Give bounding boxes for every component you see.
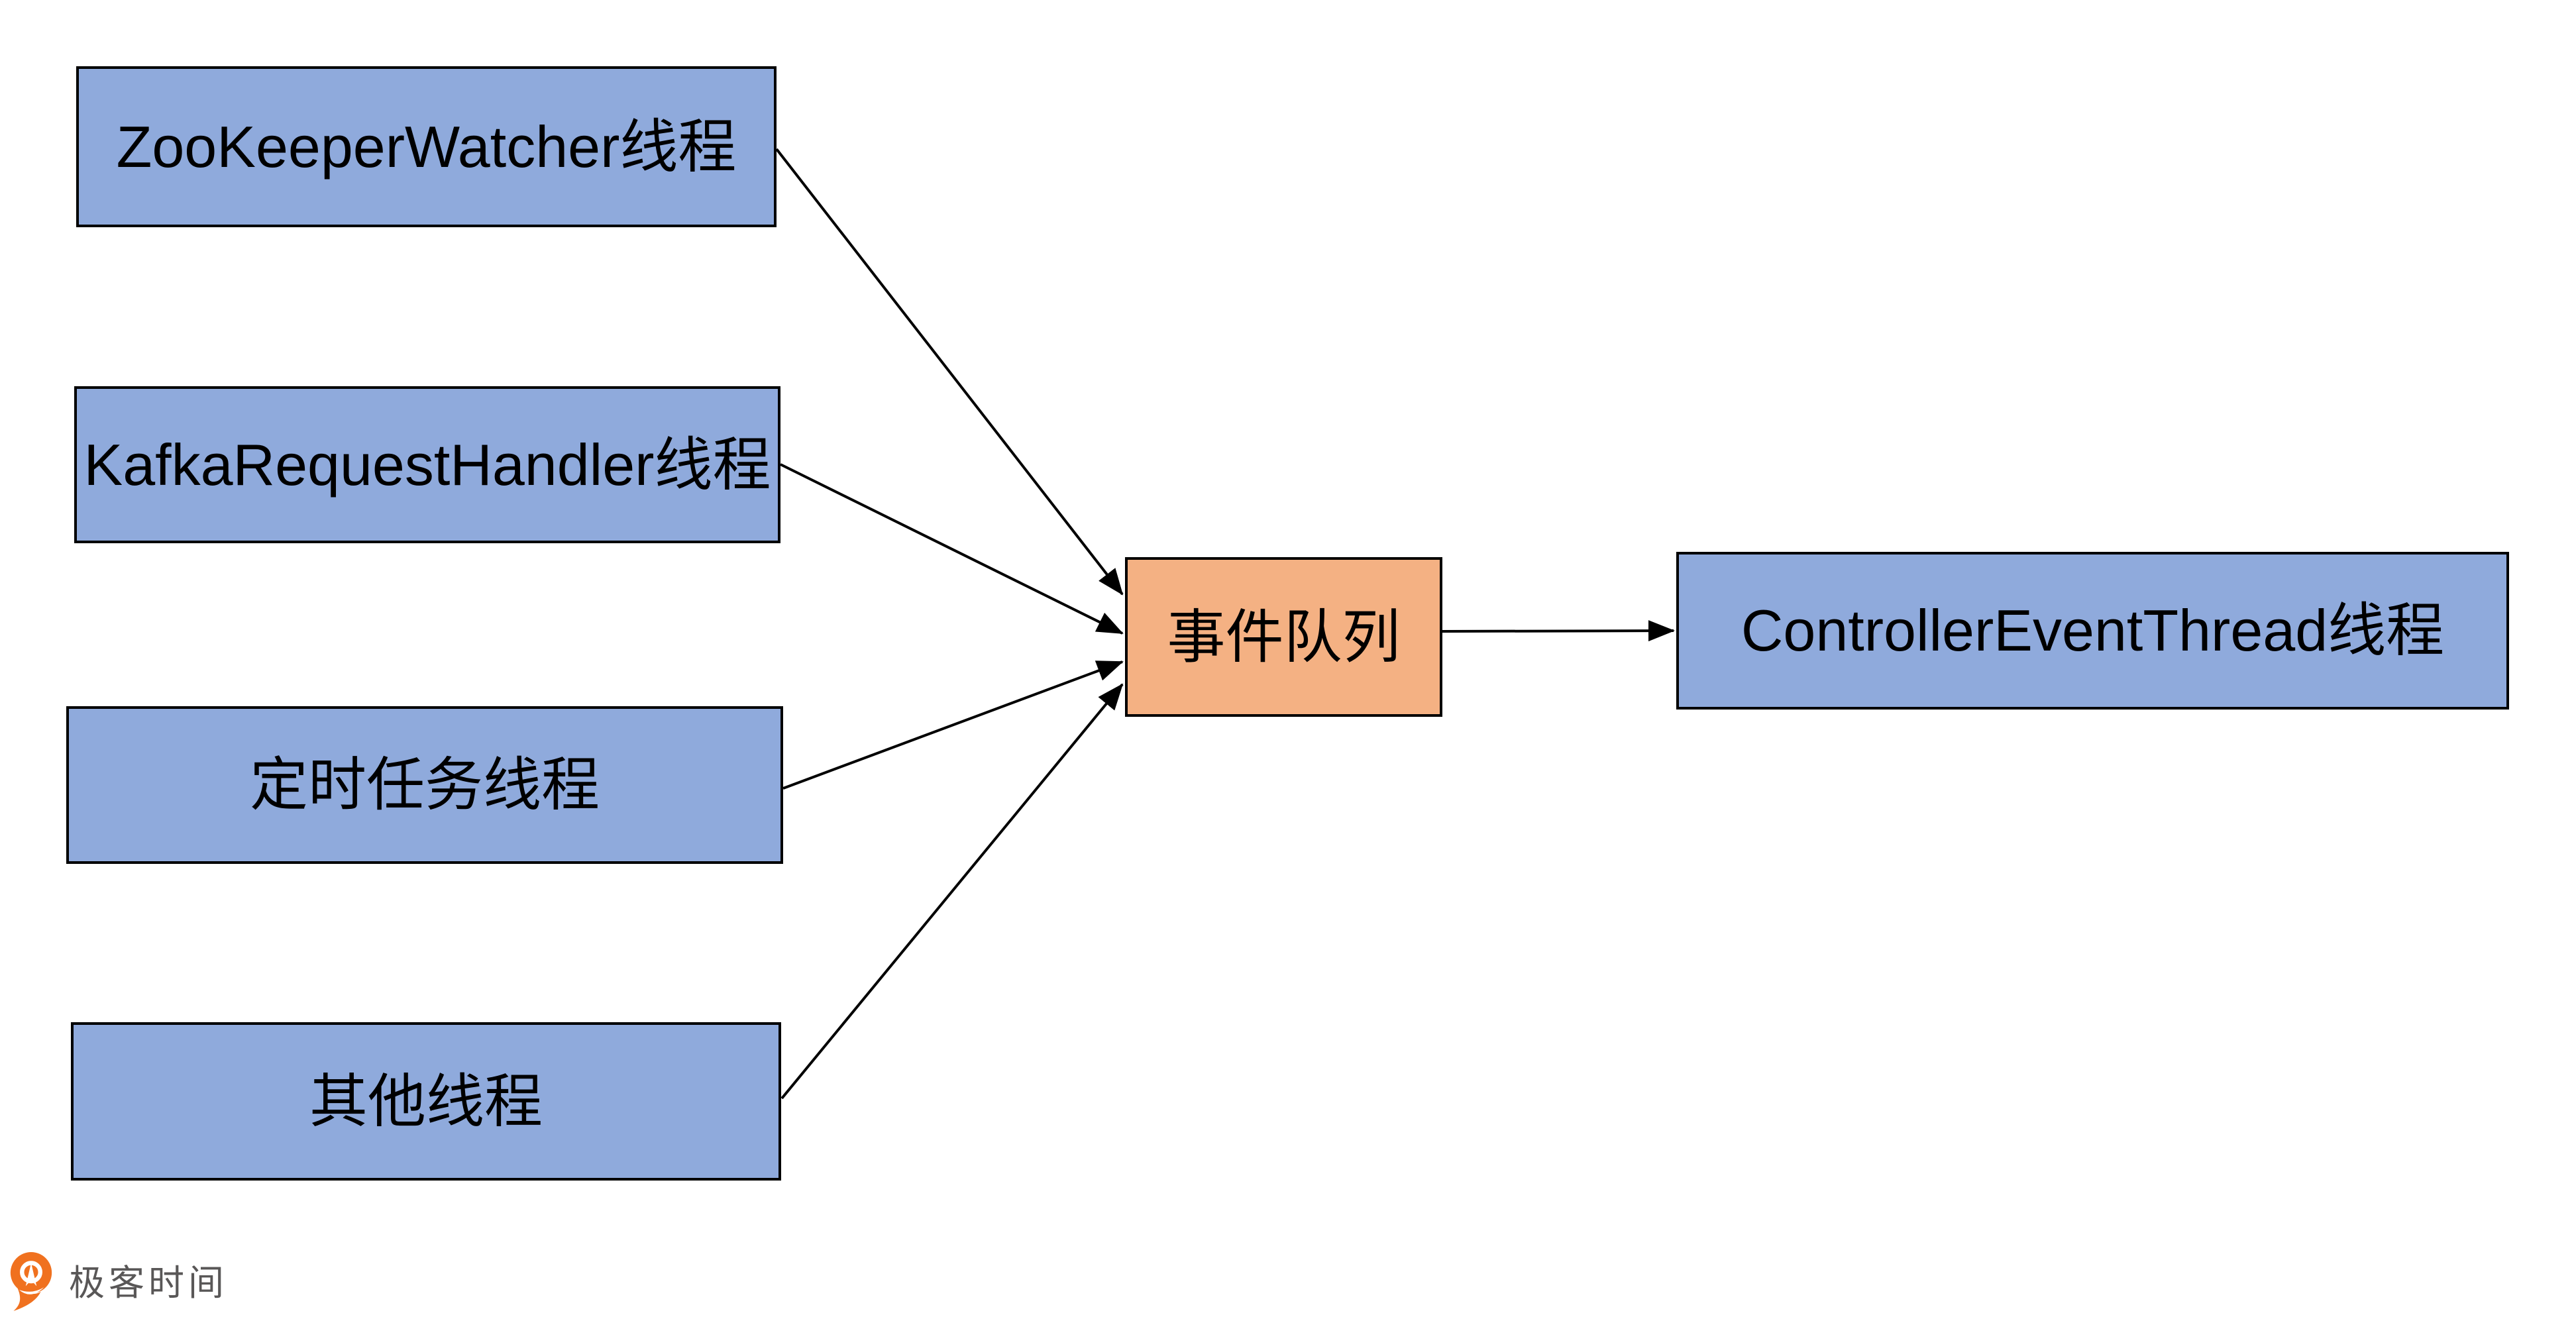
geektime-logo-icon [10, 1252, 52, 1311]
node-label: 定时任务线程 [249, 752, 600, 818]
node-label: KafkaRequestHandler线程 [83, 431, 771, 498]
edge-zookeeper-to-queue [775, 148, 1124, 596]
node-other-threads: 其他线程 [71, 1022, 781, 1181]
node-label: 事件队列 [1167, 604, 1401, 670]
node-label: ZooKeeperWatcher线程 [116, 113, 737, 180]
brand-name: 极客时间 [69, 1263, 228, 1303]
node-kafka-request-handler-thread: KafkaRequestHandler线程 [74, 386, 780, 543]
node-event-queue: 事件队列 [1125, 557, 1442, 717]
edge-timer-task-to-queue [782, 660, 1124, 790]
node-zookeeper-watcher-thread: ZooKeeperWatcher线程 [76, 66, 777, 227]
node-label: ControllerEventThread线程 [1741, 598, 2445, 664]
node-timer-task-thread: 定时任务线程 [66, 706, 783, 864]
node-label: 其他线程 [309, 1068, 543, 1134]
node-controller-event-thread: ControllerEventThread线程 [1676, 552, 2509, 710]
brand-footer: 极客时间 [9, 1248, 228, 1314]
edge-other-threads-to-queue [780, 683, 1124, 1100]
edge-kafka-handler-to-queue [780, 463, 1124, 635]
